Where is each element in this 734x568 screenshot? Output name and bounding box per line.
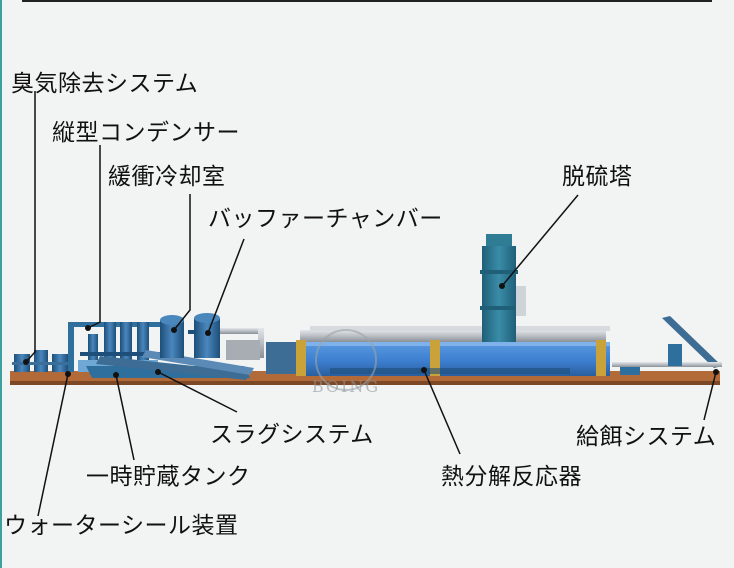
label-pyrolysis-reactor: 熱分解反応器 bbox=[441, 464, 582, 490]
left-frame-edge bbox=[0, 0, 2, 568]
component-pointer-dot bbox=[499, 283, 505, 289]
leader-pyrolysis-reactor bbox=[423, 369, 461, 455]
leader-pointer-dots bbox=[23, 283, 719, 378]
label-vertical-condenser: 縦型コンデンサー bbox=[52, 120, 240, 146]
leader-temp-storage bbox=[115, 374, 135, 461]
component-pointer-dot bbox=[113, 372, 119, 378]
leader-deodorization bbox=[25, 91, 36, 363]
component-pointer-dot bbox=[85, 325, 91, 331]
label-temporary-storage-tank: 一時貯蔵タンク bbox=[86, 464, 251, 490]
leader-buffer-cooling bbox=[173, 194, 191, 331]
pyrolysis-reactor bbox=[266, 326, 610, 376]
leader-slag-system bbox=[157, 371, 238, 413]
component-pointer-dot bbox=[205, 330, 211, 336]
top-rule bbox=[22, 0, 712, 2]
component-pointer-dot bbox=[65, 371, 71, 377]
label-feeding-system: 給餌システム bbox=[576, 424, 717, 450]
leader-feeding-system bbox=[703, 371, 717, 421]
label-water-seal-device: ウォーターシール装置 bbox=[4, 513, 239, 539]
leader-water-seal bbox=[37, 373, 69, 517]
leader-desulfurization bbox=[501, 194, 579, 287]
label-slag-system: スラグシステム bbox=[210, 422, 374, 448]
label-buffer-chamber: バッファーチャンバー bbox=[208, 206, 443, 232]
brand-watermark: BOING bbox=[312, 329, 380, 396]
label-buffer-cooling-chamber: 緩衝冷却室 bbox=[108, 164, 226, 190]
leader-vertical-condenser bbox=[87, 145, 101, 329]
component-pointer-dot bbox=[713, 369, 719, 375]
feeding-system bbox=[612, 316, 722, 375]
leader-lines bbox=[25, 91, 717, 517]
desulfurization-tower bbox=[480, 234, 526, 342]
component-pointer-dot bbox=[23, 359, 29, 365]
component-pointer-dot bbox=[155, 369, 161, 375]
water-seal-unit bbox=[12, 350, 74, 372]
component-pointer-dot bbox=[421, 367, 427, 373]
label-desulfurization-tower: 脱硫塔 bbox=[562, 164, 633, 190]
label-deodorization-system: 臭気除去システム bbox=[11, 71, 199, 97]
buffer-vessels bbox=[160, 313, 220, 358]
leader-buffer-chamber bbox=[207, 238, 245, 334]
watermark-text: BOING bbox=[312, 377, 380, 396]
component-pointer-dot bbox=[171, 327, 177, 333]
gas-piping bbox=[220, 328, 264, 360]
